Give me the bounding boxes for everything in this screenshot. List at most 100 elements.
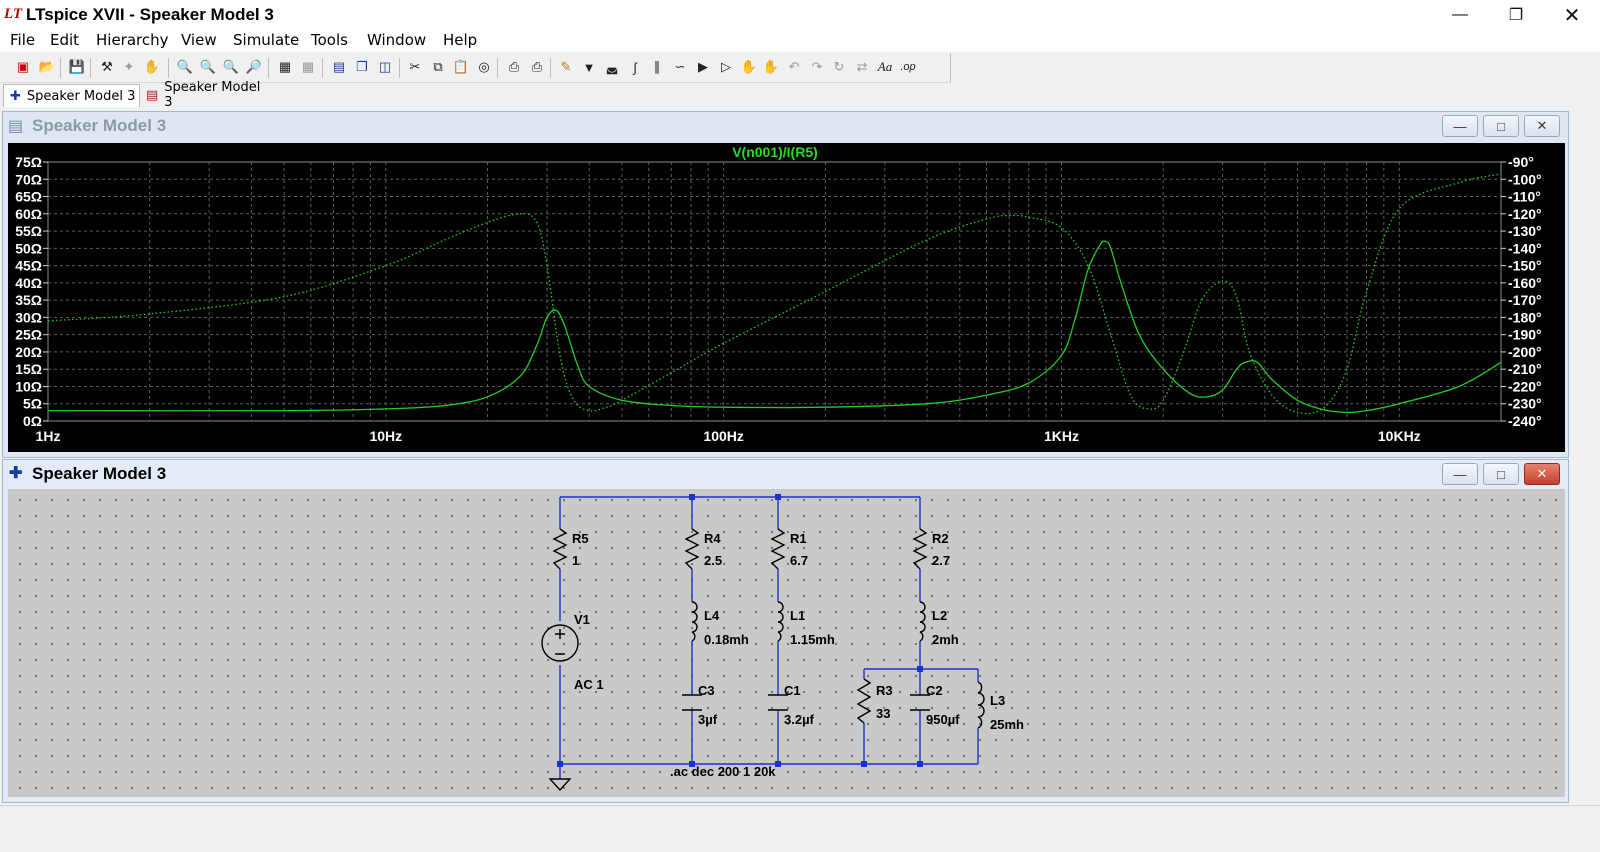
waveform-tab-icon: ▤ — [146, 87, 159, 103]
diode-icon[interactable]: ▶ — [698, 59, 708, 74]
ltspice-logo-icon: LT — [4, 6, 23, 22]
y-left-tick-label: 50Ω — [15, 240, 42, 256]
y-left-tick-label: 30Ω — [15, 309, 42, 325]
component-icon[interactable]: ▷ — [721, 59, 731, 74]
y-left-tick-label: 25Ω — [15, 327, 42, 343]
l4-ref: L4 — [704, 608, 720, 623]
drag-icon[interactable]: ✋ — [762, 59, 780, 74]
inductor-l1 — [777, 601, 784, 642]
rotate-icon[interactable]: ↻ — [833, 59, 845, 74]
zoom-cancel-icon[interactable]: 🔎 — [245, 59, 263, 74]
waveform-maximize-button[interactable]: □ — [1483, 115, 1519, 137]
resistor-icon[interactable]: ∫ — [633, 59, 637, 75]
zoom-pan-icon[interactable]: 🔍 — [199, 59, 217, 74]
menu-window[interactable]: Window — [367, 31, 427, 49]
label-net-icon[interactable]: ◛ — [605, 59, 619, 74]
grid-icon[interactable]: ▦ — [301, 59, 315, 74]
minimize-button[interactable]: — — [1452, 6, 1468, 23]
menu-hierarchy[interactable]: Hierarchy — [96, 31, 169, 49]
menu-help[interactable]: Help — [443, 31, 478, 49]
y-left-tick-label: 60Ω — [15, 206, 42, 222]
phase-trace — [47, 173, 1502, 415]
capacitor-icon[interactable]: ∥ — [653, 59, 661, 74]
inductor-l4 — [691, 601, 698, 642]
waveform-close-button[interactable]: ✕ — [1524, 115, 1560, 137]
tab-label: Speaker Model 3 — [164, 80, 261, 110]
c2-ref: C2 — [926, 683, 943, 698]
autorange-icon[interactable]: ▦ — [278, 59, 292, 74]
menu-file[interactable]: File — [10, 31, 36, 49]
tile-vertical-icon[interactable]: ◫ — [378, 59, 392, 74]
print-setup-icon[interactable]: ⎙ — [508, 59, 520, 74]
x-tick-label: 10KHz — [1378, 428, 1421, 444]
window-titlebar: LT LTspice XVII - Speaker Model 3 — ❐ ✕ — [0, 0, 1600, 30]
y-right-tick-label: -160° — [1508, 275, 1542, 291]
ground-icon — [548, 778, 572, 792]
schematic-canvas[interactable]: R5 1 V1 AC 1 R4 2.5 L4 0.18mh C3 3µf R1 … — [8, 489, 1565, 797]
cascade-icon[interactable]: ❐ — [356, 59, 368, 74]
y-right-tick-label: -110° — [1508, 189, 1541, 205]
r1-value: 6.7 — [790, 553, 808, 568]
y-left-tick-label: 0Ω — [23, 413, 42, 429]
r2-value: 2.7 — [932, 553, 950, 568]
r1-ref: R1 — [790, 531, 807, 546]
r4-value: 2.5 — [704, 553, 722, 568]
cut-icon[interactable]: ✂ — [409, 59, 421, 74]
y-right-tick-label: -130° — [1508, 223, 1542, 239]
spice-directive-icon[interactable]: .op — [900, 61, 916, 73]
zoom-out-icon[interactable]: 🔍 — [222, 59, 240, 74]
menu-edit[interactable]: Edit — [50, 31, 80, 49]
y-left-tick-label: 55Ω — [15, 223, 42, 239]
undo-icon[interactable]: ↶ — [788, 59, 800, 74]
wire-icon[interactable]: ✎ — [560, 59, 572, 74]
halt-icon[interactable]: ✋ — [143, 59, 161, 74]
find-icon[interactable]: ◎ — [478, 59, 490, 74]
tab-waveform[interactable]: ▤ Speaker Model 3 — [142, 80, 272, 110]
menu-simulate[interactable]: Simulate — [233, 31, 300, 49]
paste-icon[interactable]: 📋 — [452, 59, 470, 74]
window-title: LTspice XVII - Speaker Model 3 — [26, 5, 274, 24]
r3-ref: R3 — [876, 683, 893, 698]
component-labels: R5 1 V1 AC 1 R4 2.5 L4 0.18mh C3 3µf R1 … — [572, 531, 1024, 779]
ground-icon[interactable]: ▼ — [582, 59, 596, 75]
inductor-icon[interactable]: ∽ — [674, 59, 686, 74]
trace-title[interactable]: V(n001)/I(R5) — [732, 144, 818, 160]
waveform-minimize-button[interactable]: — — [1442, 115, 1478, 137]
resistor-r5 — [552, 528, 568, 570]
voltage-source-v1 — [541, 624, 579, 662]
copy-icon[interactable]: ⧉ — [433, 59, 443, 74]
control-panel-icon[interactable]: ⚒ — [101, 59, 113, 74]
schematic-drawing: R5 1 V1 AC 1 R4 2.5 L4 0.18mh C3 3µf R1 … — [541, 494, 1024, 792]
tile-horizontal-icon[interactable]: ▤ — [332, 59, 346, 74]
zoom-in-icon[interactable]: 🔍 — [176, 59, 194, 74]
schematic-window-title: Speaker Model 3 — [32, 464, 167, 483]
open-icon[interactable]: 📂 — [38, 59, 56, 74]
r4-ref: R4 — [704, 531, 721, 546]
text-icon[interactable]: Aa — [877, 59, 893, 74]
spice-directive: .ac dec 200 1 20k — [670, 764, 776, 779]
mirror-icon[interactable]: ⇄ — [856, 59, 868, 74]
resistor-r3 — [856, 678, 872, 724]
menu-view[interactable]: View — [181, 31, 217, 49]
schematic-minimize-button[interactable]: — — [1442, 463, 1478, 485]
print-icon[interactable]: ⎙ — [531, 59, 543, 74]
l3-ref: L3 — [990, 693, 1005, 708]
v1-value: AC 1 — [574, 677, 604, 692]
c3-ref: C3 — [698, 683, 715, 698]
run-icon[interactable]: ✦ — [123, 59, 135, 74]
save-icon[interactable]: 💾 — [68, 59, 86, 74]
inductor-l2 — [919, 601, 926, 642]
maximize-button[interactable]: ❐ — [1508, 7, 1524, 24]
redo-icon[interactable]: ↷ — [811, 59, 823, 74]
y-left-tick-label: 15Ω — [15, 361, 42, 377]
tab-schematic[interactable]: ✚ Speaker Model 3 — [3, 84, 140, 107]
schematic-close-button[interactable]: ✕ — [1524, 463, 1560, 485]
new-schematic-icon[interactable]: ▣ — [16, 59, 30, 74]
resistor-r2 — [912, 528, 928, 570]
menu-tools[interactable]: Tools — [311, 31, 348, 49]
move-icon[interactable]: ✋ — [740, 59, 758, 74]
close-button[interactable]: ✕ — [1563, 4, 1581, 27]
schematic-maximize-button[interactable]: □ — [1483, 463, 1519, 485]
document-tabs: ✚ Speaker Model 3 ▤ Speaker Model 3 — [0, 80, 1600, 110]
